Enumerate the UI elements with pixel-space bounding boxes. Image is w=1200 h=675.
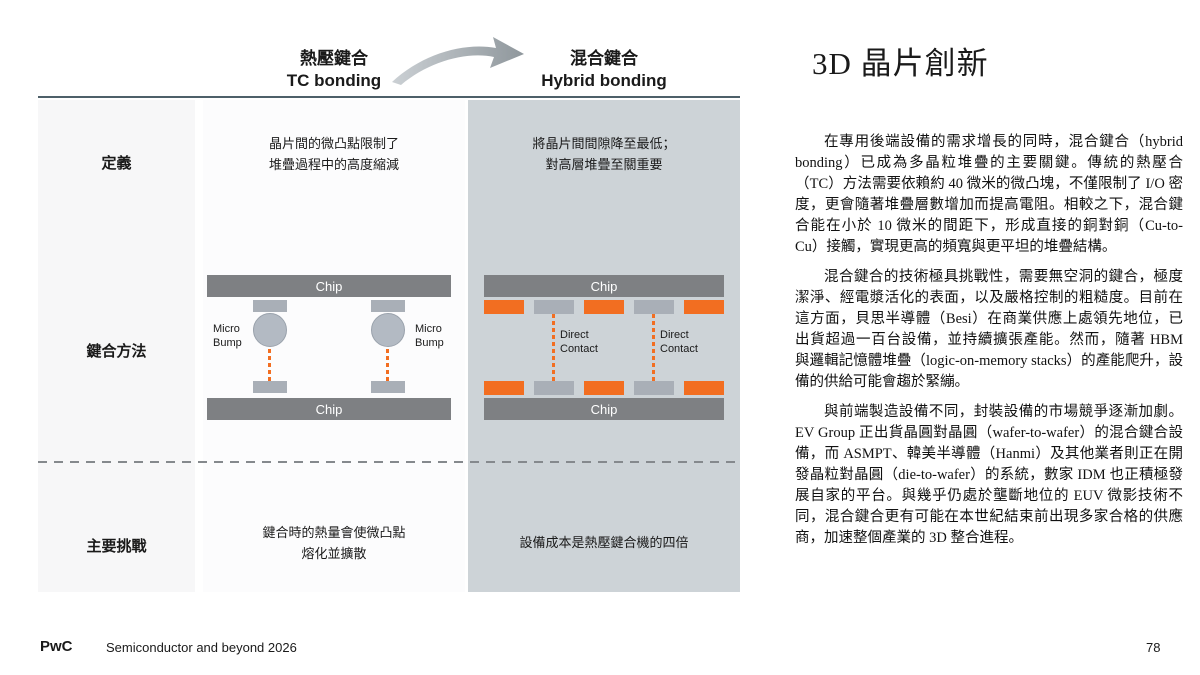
bond-pad-orange <box>584 300 624 314</box>
bump-pad <box>371 381 405 393</box>
bond-pad-gray <box>534 381 574 395</box>
chip-label: Chip <box>315 278 343 294</box>
micro-bump-icon <box>253 313 287 347</box>
challenge-text-tc: 鍵合時的熱量會使微凸點 熔化並擴散 <box>262 525 406 561</box>
chip-label: Chip <box>315 401 343 417</box>
bump-pad <box>253 300 287 312</box>
page-title: 3D 晶片創新 <box>812 46 989 81</box>
hybrid-column: 將晶片間間隙降至最低； 對高層堆疊至關重要 Chip Direct Contac… <box>468 100 740 592</box>
bond-pad-gray <box>534 300 574 314</box>
chip-label: Chip <box>590 401 618 417</box>
challenge-text-hybrid: 設備成本是熱壓鍵合機的四倍 <box>519 535 689 550</box>
header-hybrid-bonding: 混合鍵合 Hybrid bonding <box>468 48 740 92</box>
hb-chip-bar-top: Chip <box>484 275 724 297</box>
header-tc-zh: 熱壓鍵合 <box>300 49 368 68</box>
article-paragraph: 與前端製造設備不同，封裝設備的市場競爭逐漸加劇。EV Group 正出貨晶圓對晶… <box>795 404 1183 546</box>
dashed-separator <box>38 461 740 463</box>
micro-bump-icon <box>371 313 405 347</box>
direct-contact-label: Direct Contact <box>660 329 698 355</box>
direct-contact-dotted-line <box>652 314 655 381</box>
direct-contact-dotted-line <box>552 314 555 381</box>
micro-bump-label: Micro Bump <box>213 323 242 349</box>
footer-doc-title: Semiconductor and beyond 2026 <box>106 640 297 655</box>
row-label-method: 鍵合方法 <box>86 343 147 360</box>
bond-pad-gray <box>634 300 674 314</box>
tc-chip-bar-top: Chip <box>207 275 451 297</box>
header-hb-en: Hybrid bonding <box>541 71 667 90</box>
bond-pad-orange <box>684 381 724 395</box>
article-paragraph: 混合鍵合的技術極具挑戰性，需要無空洞的鍵合，極度潔淨、經電漿活化的表面，以及嚴格… <box>795 269 1183 390</box>
bond-pad-orange <box>484 381 524 395</box>
hb-chip-bar-bottom: Chip <box>484 398 724 420</box>
article-paragraph: 在專用後端設備的需求增長的同時，混合鍵合（hybrid bonding）已成為多… <box>795 134 1183 255</box>
tc-column: 晶片間的微凸點限制了 堆疊過程中的高度縮減 Chip Micro Bump Mi… <box>203 100 465 592</box>
bump-pad <box>371 300 405 312</box>
header-tc-bonding: 熱壓鍵合 TC bonding <box>203 48 465 92</box>
direct-contact-label: Direct Contact <box>560 329 598 355</box>
bond-pad-orange <box>484 300 524 314</box>
definition-text-tc: 晶片間的微凸點限制了 堆疊過程中的高度縮減 <box>268 136 399 172</box>
bond-pad-gray <box>634 381 674 395</box>
footer-page-number: 78 <box>1146 640 1161 655</box>
chip-label: Chip <box>590 278 618 294</box>
row-label-challenge: 主要挑戰 <box>86 538 147 555</box>
label-column: 定義 鍵合方法 主要挑戰 <box>38 100 195 592</box>
definition-text-hybrid: 將晶片間間隙降至最低； 對高層堆疊至關重要 <box>532 136 676 172</box>
micro-bump-label: Micro Bump <box>415 323 444 349</box>
bump-pad <box>253 381 287 393</box>
tc-chip-bar-bottom: Chip <box>207 398 451 420</box>
transition-arrow-icon <box>388 34 528 86</box>
pwc-logo: PwC <box>40 638 73 655</box>
bond-pad-orange <box>684 300 724 314</box>
header-rule <box>38 96 740 98</box>
article-body: 在專用後端設備的需求增長的同時，混合鍵合（hybrid bonding）已成為多… <box>795 132 1183 558</box>
bond-pad-orange <box>584 381 624 395</box>
row-label-definition: 定義 <box>101 155 132 172</box>
header-tc-en: TC bonding <box>286 71 382 90</box>
header-hb-zh: 混合鍵合 <box>570 49 638 68</box>
